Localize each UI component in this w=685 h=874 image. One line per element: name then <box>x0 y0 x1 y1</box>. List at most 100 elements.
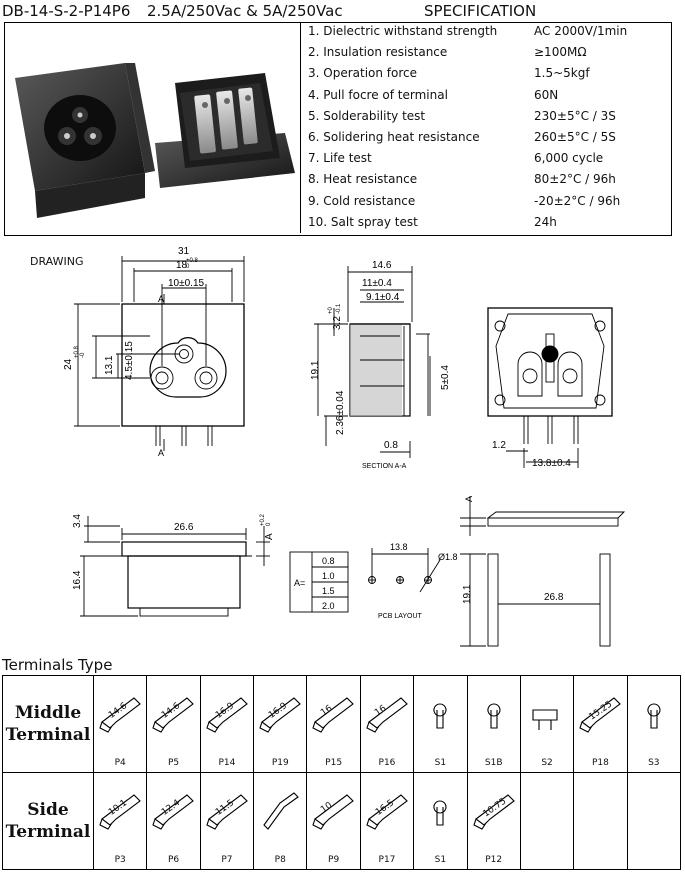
dim-5: 5±0.4 <box>440 365 451 390</box>
a-val-2: 1.5 <box>322 586 335 596</box>
spec-title: SPECIFICATION <box>424 2 537 20</box>
dim-18-tol: +0.8 <box>186 258 199 264</box>
terminal-code: P6 <box>167 855 180 865</box>
dim-31: 31 <box>178 246 190 257</box>
terminal-icon <box>579 697 622 733</box>
terminal-icon <box>152 794 195 830</box>
drawing-label: DRAWING <box>30 255 84 268</box>
spec-box <box>4 22 672 236</box>
dim-a-tol2: 0 <box>266 522 272 526</box>
terminal-code: P12 <box>485 855 503 865</box>
part-number: DB-14-S-2-P14P6 <box>2 2 131 20</box>
terminal-code: P3 <box>114 855 126 865</box>
spec-value: 80±2°C / 96h <box>534 172 616 187</box>
side-view-dims: 3.4 26.6 A +0.2 0 16.4 <box>72 513 275 590</box>
terminal-icon <box>647 703 661 729</box>
dim-16-4: 16.4 <box>72 570 83 590</box>
terminal-cell: S3 <box>626 675 682 773</box>
pcb-dim-1-8: Ø1.8 <box>438 552 458 562</box>
dim-13-1-tol: +0.8 <box>74 345 80 358</box>
terminal-cell <box>626 772 682 870</box>
dim-1-2: 1.2 <box>492 440 506 451</box>
dim-0-8: 0.8 <box>384 440 398 451</box>
spec-value: 60N <box>534 87 559 102</box>
terminal-icon <box>366 697 408 733</box>
socket-front-image <box>15 63 155 218</box>
pcb-layout-text: 13.8 Ø1.8 PCB LAYOUT <box>378 542 458 620</box>
dim-14-6: 14.6 <box>372 260 392 271</box>
terminal-icon <box>312 697 355 733</box>
terminal-icon <box>152 697 195 733</box>
terminal-icon <box>366 794 408 830</box>
terminal-code: P17 <box>378 855 396 865</box>
terminal-icon <box>532 709 558 730</box>
section-caption: SECTION A-A <box>362 463 407 470</box>
a-val-1: 1.0 <box>322 571 335 581</box>
pcb-caption: PCB LAYOUT <box>378 613 423 620</box>
terminal-code: S2 <box>541 758 553 768</box>
dim-11: 11±0.4 <box>362 278 392 289</box>
terminal-icon <box>486 703 500 729</box>
spec-label: 6. Solidering heat resistance <box>308 130 480 144</box>
a-val-3: 2.0 <box>322 601 335 611</box>
terminal-cell: S1 <box>413 772 468 870</box>
terminal-cell: S1 <box>413 675 468 773</box>
spec-value: AC 2000V/1min <box>534 24 628 38</box>
front-view-dims: 31 18 +0.8 0 10±0.15 A 24 13.1 +0.8 -0 4… <box>63 246 205 458</box>
terminal-code: P9 <box>328 855 340 865</box>
dim-18-tol2: 0 <box>186 264 190 270</box>
dim-3-2-tol: +0 <box>328 306 334 314</box>
spec-value: 230±5°C / 3S <box>534 108 616 123</box>
terminal-cell <box>519 772 575 870</box>
terminal-code: S1B <box>484 758 503 768</box>
dim-a-bottom: A <box>158 448 164 458</box>
terminal-code: P15 <box>325 758 343 768</box>
terminal-icon <box>206 697 248 733</box>
dim-19-1: 19.1 <box>310 360 321 380</box>
rating: 2.5A/250Vac & 5A/250Vac <box>147 2 343 20</box>
terminal-cell <box>573 772 628 870</box>
terminal-icon <box>433 703 447 729</box>
panel-view <box>460 496 626 647</box>
dim-24: 24 <box>63 358 74 370</box>
spec-label: 8. Heat resistance <box>308 172 418 187</box>
spec-label: 1. Dielectric withstand strength <box>308 24 498 38</box>
spec-label: 7. Life test <box>308 151 372 166</box>
dim-a-side: A <box>264 533 275 540</box>
terminal-icon <box>206 794 248 830</box>
spec-label: 10. Salt spray test <box>308 214 418 229</box>
terminal-code: S1 <box>434 758 447 768</box>
dim-26-6: 26.6 <box>174 522 194 533</box>
side-view <box>80 516 270 617</box>
dim-a-tol: +0.2 <box>260 513 266 526</box>
terminal-icon <box>472 794 515 830</box>
dim-13-8: 13.8±0.4 <box>532 458 571 469</box>
side-header-line1: Side <box>27 800 69 820</box>
terminal-code: S1 <box>434 855 447 865</box>
spec-label: 4. Pull focre of terminal <box>308 87 448 102</box>
dim-2-36: 2.36±0.04 <box>335 390 346 435</box>
terminal-icon <box>312 794 355 830</box>
terminal-code: P8 <box>274 855 286 865</box>
side-header-line2: Terminal <box>5 822 91 842</box>
a-val-0: 0.8 <box>322 556 335 566</box>
product-photo-svg <box>15 63 295 218</box>
section-view-dims: 14.6 11±0.4 9.1±0.4 3.2 +0 -0.1 19.1 5±0… <box>310 260 451 470</box>
socket-rear-image <box>155 73 295 188</box>
a-value-table <box>289 551 349 613</box>
spec-label: 2. Insulation resistance <box>308 45 448 60</box>
terminal-code: P19 <box>271 758 289 768</box>
dim-13-1-tol2: -0 <box>80 352 86 358</box>
